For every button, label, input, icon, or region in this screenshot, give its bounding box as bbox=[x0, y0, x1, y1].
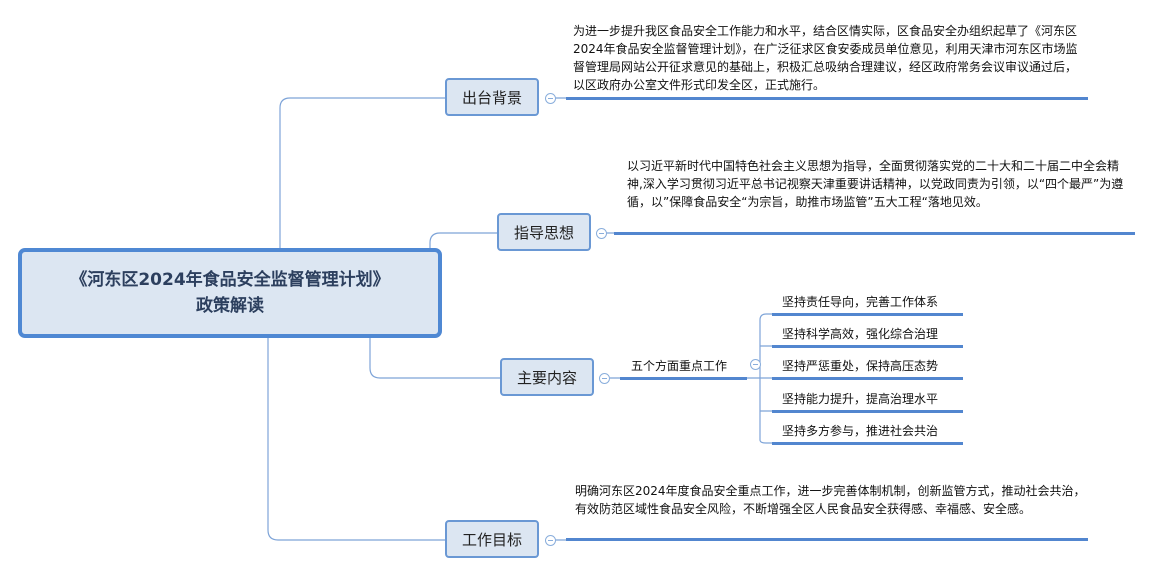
root-subtitle: 政策解读 bbox=[196, 296, 264, 316]
collapse-icon[interactable] bbox=[545, 535, 556, 546]
bracket bbox=[747, 313, 772, 444]
list-item[interactable]: 坚持能力提升，提高治理水平 bbox=[782, 392, 939, 406]
underline bbox=[772, 313, 963, 316]
list-item[interactable]: 坚持多方参与，推进社会共治 bbox=[782, 424, 939, 438]
underline bbox=[772, 345, 963, 348]
underline bbox=[614, 232, 1135, 235]
connector-background bbox=[279, 97, 445, 248]
collapse-icon[interactable] bbox=[596, 228, 607, 239]
topic-work-goal[interactable]: 工作目标 bbox=[445, 520, 539, 558]
connector-goal bbox=[267, 334, 445, 541]
connector-guiding bbox=[429, 232, 497, 248]
underline bbox=[772, 442, 963, 445]
list-item[interactable]: 坚持科学高效，强化综合治理 bbox=[782, 327, 939, 341]
underline bbox=[620, 377, 747, 380]
background-note: 为进一步提升我区食品安全工作能力和水平，结合区情实际，区食品安全办组织起草了《河… bbox=[573, 24, 1078, 92]
work-goal-note: 明确河东区2024年度食品安全重点工作，进一步完善体制机制，创新监管方式，推动社… bbox=[575, 484, 1086, 516]
guiding-thought-note: 以习近平新时代中国特色社会主义思想为指导，全面贯彻落实党的二十大和二十届二中全会… bbox=[627, 159, 1124, 209]
list-item[interactable]: 坚持责任导向，完善工作体系 bbox=[782, 295, 939, 309]
topic-background[interactable]: 出台背景 bbox=[445, 78, 539, 116]
root-title: 《河东区2024年食品安全监督管理计划》 bbox=[70, 270, 390, 290]
connector-content bbox=[369, 334, 500, 379]
underline bbox=[772, 410, 963, 413]
collapse-icon[interactable] bbox=[545, 93, 556, 104]
connector-notes bbox=[555, 97, 622, 541]
underline bbox=[566, 97, 1088, 100]
topic-main-content[interactable]: 主要内容 bbox=[500, 358, 594, 396]
root-node[interactable]: 《河东区2024年食品安全监督管理计划》 政策解读 bbox=[18, 248, 442, 338]
collapse-icon[interactable] bbox=[599, 373, 610, 384]
underline bbox=[566, 538, 1088, 541]
collapse-icon[interactable] bbox=[750, 359, 761, 370]
topic-guiding-thought[interactable]: 指导思想 bbox=[497, 213, 591, 251]
list-item[interactable]: 坚持严惩重处，保持高压态势 bbox=[782, 359, 939, 373]
sub-topic-five-aspects[interactable]: 五个方面重点工作 bbox=[631, 359, 728, 373]
underline bbox=[772, 377, 963, 380]
